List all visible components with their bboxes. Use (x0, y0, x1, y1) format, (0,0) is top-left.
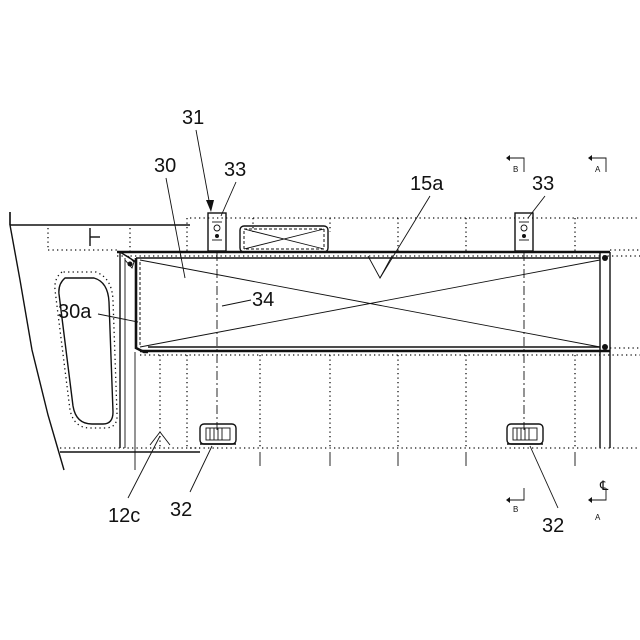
deck-marker-12c (150, 432, 170, 445)
top-duct-box (240, 226, 328, 252)
label-30: 30 (154, 155, 176, 177)
box-30 (120, 252, 600, 352)
section-mark-b-top: B (513, 165, 518, 174)
hanger-33-right (515, 213, 533, 251)
label-31: 31 (182, 107, 204, 129)
section-mark-a-top: A (595, 165, 601, 174)
label-33-right: 33 (532, 173, 554, 195)
label-12c: 12c (108, 505, 140, 527)
label-15a: 15a (410, 173, 444, 195)
label-32-right: 32 (542, 515, 564, 537)
section-mark-a-bottom: A (595, 513, 601, 522)
deck-lines (117, 218, 640, 448)
label-30a: 30a (58, 301, 92, 323)
fixture-32-right (507, 424, 543, 444)
label-32-left: 32 (170, 499, 192, 521)
label-34: 34 (252, 289, 274, 311)
fixture-32-left (200, 424, 236, 444)
centerline-symbol: ℄ (599, 478, 609, 493)
label-33-left: 33 (224, 159, 246, 181)
section-marks (506, 155, 606, 503)
deck-marker-15a (368, 256, 392, 278)
section-mark-b-bottom: B (513, 505, 518, 514)
hanger-33-left (208, 213, 226, 251)
